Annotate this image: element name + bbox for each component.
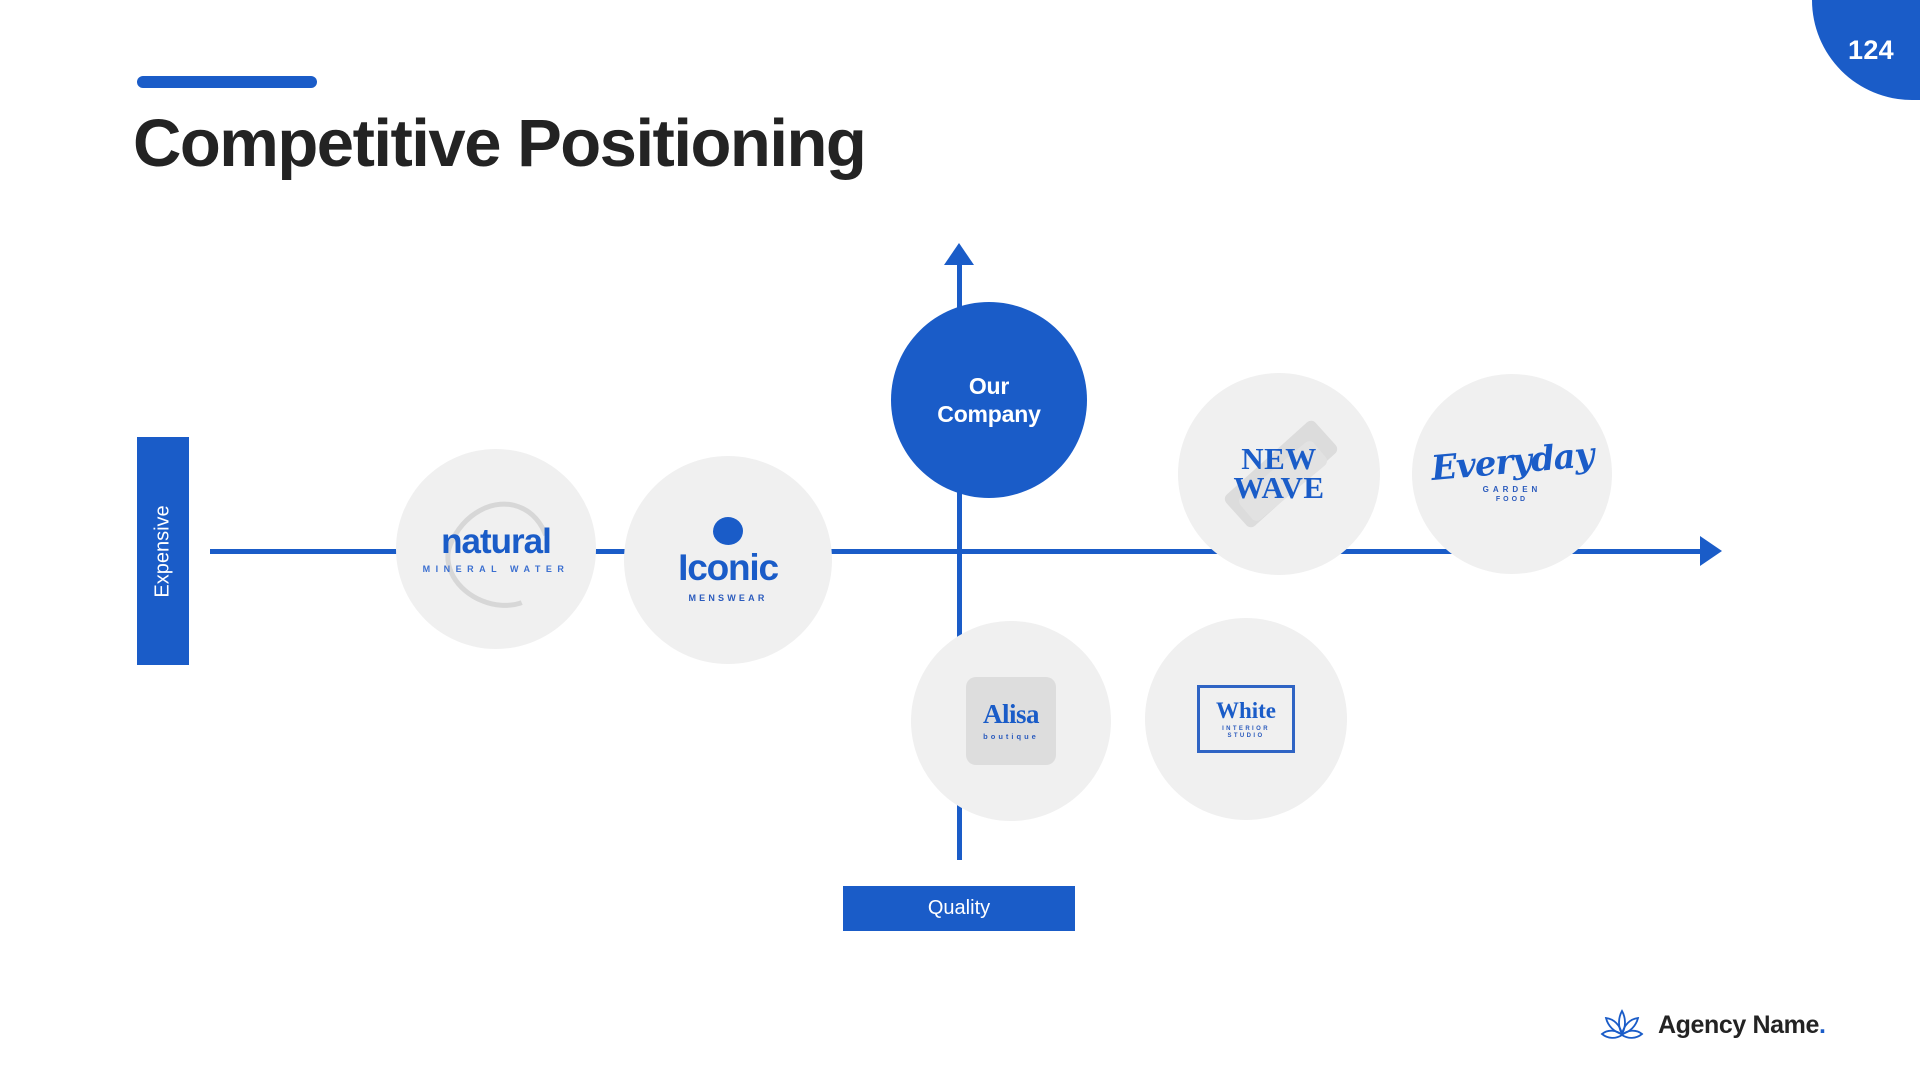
logo-alisa-sub: boutique [983,732,1039,741]
logo-natural-sub: MINERAL WATER [422,564,570,574]
logo-new-wave-line1: NEW [1241,441,1317,477]
logo-alisa-word: Alisa [982,699,1040,729]
x-axis-label-text: Quality [927,897,991,919]
logo-everyday-word: Everyday [1429,434,1595,490]
brand-bubble-iconic[interactable]: Iconic MENSWEAR [624,456,832,664]
logo-everyday: Everyday GARDEN FOOD [1429,435,1594,503]
x-axis-arrow-icon [1700,536,1722,566]
logo-new-wave-word: NEW WAVE [1233,441,1325,505]
brand-bubble-natural[interactable]: natural MINERAL WATER [396,449,596,649]
brand-bubble-our-company[interactable]: Our Company [891,302,1087,498]
brand-bubble-white[interactable]: White INTERIOR STUDIO [1145,618,1347,820]
footer-brand-name: Agency Name [1658,1010,1819,1039]
logo-iconic: Iconic MENSWEAR [678,517,779,603]
logo-alisa: Alisa boutique [966,677,1056,765]
logo-white: White INTERIOR STUDIO [1197,685,1295,753]
y-axis-label: Expensive [137,437,189,665]
brand-bubble-everyday[interactable]: Everyday GARDEN FOOD [1412,374,1612,574]
our-company-label: Our Company [937,372,1041,428]
logo-iconic-word: Iconic [678,547,779,588]
footer-brand: Agency Name. [1600,1008,1826,1042]
logo-white-word: White [1215,698,1277,723]
logo-white-sub: INTERIOR [1222,726,1270,732]
logo-iconic-sub: MENSWEAR [688,593,768,603]
brand-bubble-alisa[interactable]: Alisa boutique [911,621,1111,821]
footer-brand-dot: . [1818,1010,1826,1039]
lotus-icon [1600,1008,1644,1042]
our-company-line2: Company [937,401,1041,427]
y-axis-line [957,260,962,860]
page-number-badge: 124 [1812,0,1920,100]
y-axis-label-text: Expensive [151,504,174,598]
blob-icon [713,517,743,545]
logo-new-wave: NEW WAVE [1222,418,1340,530]
title-accent-rule [137,76,317,88]
logo-natural: natural MINERAL WATER [422,485,570,623]
brand-bubble-new-wave[interactable]: NEW WAVE [1178,373,1380,575]
logo-natural-word: natural [441,522,552,561]
logo-new-wave-line2: WAVE [1233,470,1325,505]
footer-brand-text: Agency Name. [1658,1011,1826,1040]
logo-white-sub2: STUDIO [1227,733,1265,739]
page-number: 124 [1848,34,1894,65]
x-axis-label: Quality [843,886,1075,931]
logo-everyday-sub: GARDEN [1482,485,1542,494]
page-title: Competitive Positioning [133,106,867,181]
y-axis-arrow-icon [944,243,974,265]
logo-everyday-sub2: FOOD [1495,496,1529,503]
our-company-line1: Our [968,372,1010,399]
